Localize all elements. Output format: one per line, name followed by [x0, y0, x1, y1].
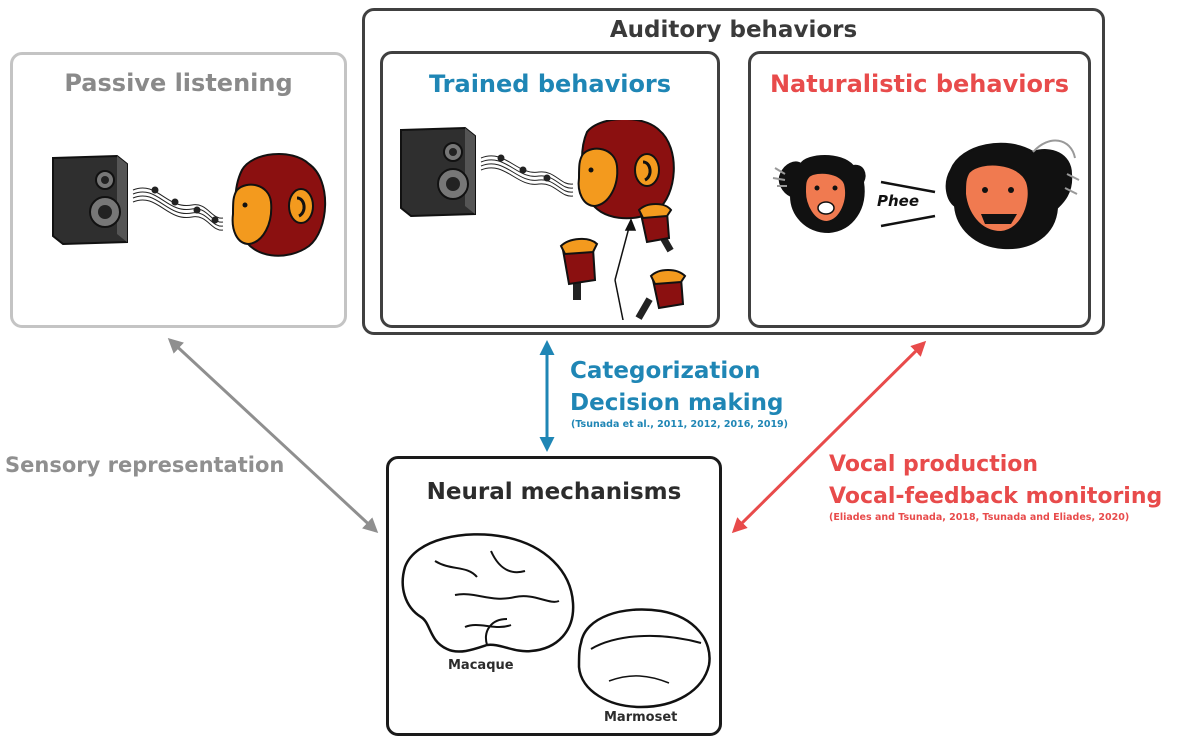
phee-call-lines	[880, 180, 936, 228]
vocal-production-label: Vocal production	[829, 452, 1039, 477]
trained-behaviors-title: Trained behaviors	[428, 70, 672, 98]
music-notes-icon	[132, 186, 224, 231]
vocal-feedback-monitoring-label: Vocal-feedback monitoring	[829, 484, 1163, 509]
hand-lever-icon	[637, 203, 674, 253]
sensory-arrow	[167, 337, 379, 534]
marmoset-calling-icon	[772, 155, 866, 234]
macaque-label: Macaque	[448, 658, 514, 673]
naturalistic-behaviors-illustration	[772, 139, 1080, 250]
music-notes-icon	[480, 154, 574, 197]
neural-mechanisms-panel: Neural mechanisms Macaque Marmoset	[386, 456, 722, 736]
marmoset-label: Marmoset	[604, 710, 678, 725]
auditory-behaviors-panel: Auditory behaviors Trained behaviors	[362, 8, 1105, 335]
movement-arrows-icon	[614, 218, 637, 320]
brains-illustration	[401, 533, 711, 709]
hand-lever-icon	[635, 269, 687, 320]
macaque-brain-icon	[401, 533, 575, 653]
naturalistic-behaviors-panel: Naturalistic behaviors	[748, 51, 1091, 328]
hand-lever-icon	[559, 238, 599, 300]
auditory-behaviors-title: Auditory behaviors	[609, 17, 858, 43]
passive-listening-illustration	[52, 153, 327, 257]
marmoset-listening-icon	[945, 139, 1080, 250]
naturalistic-behaviors-title: Naturalistic behaviors	[769, 70, 1070, 98]
speaker-icon	[400, 126, 476, 218]
passive-listening-panel: Passive listening	[10, 52, 347, 328]
macaque-head-icon	[231, 153, 327, 257]
phee-label: Phee	[877, 192, 920, 210]
categorization-reference: (Tsunada et al., 2011, 2012, 2016, 2019)	[571, 419, 789, 430]
neural-mechanisms-title: Neural mechanisms	[426, 479, 682, 505]
speaker-icon	[52, 154, 128, 246]
decision-making-label: Decision making	[570, 390, 784, 416]
macaque-head-icon	[577, 120, 675, 220]
passive-listening-title: Passive listening	[64, 69, 293, 97]
categorization-label: Categorization	[570, 358, 761, 384]
trained-behaviors-panel: Trained behaviors	[380, 51, 720, 328]
sensory-representation-label: Sensory representation	[5, 453, 285, 477]
marmoset-brain-icon	[577, 608, 711, 709]
vocal-reference: (Eliades and Tsunada, 2018, Tsunada and …	[829, 512, 1130, 523]
vocal-arrow	[731, 340, 927, 534]
trained-behaviors-illustration	[400, 120, 687, 320]
